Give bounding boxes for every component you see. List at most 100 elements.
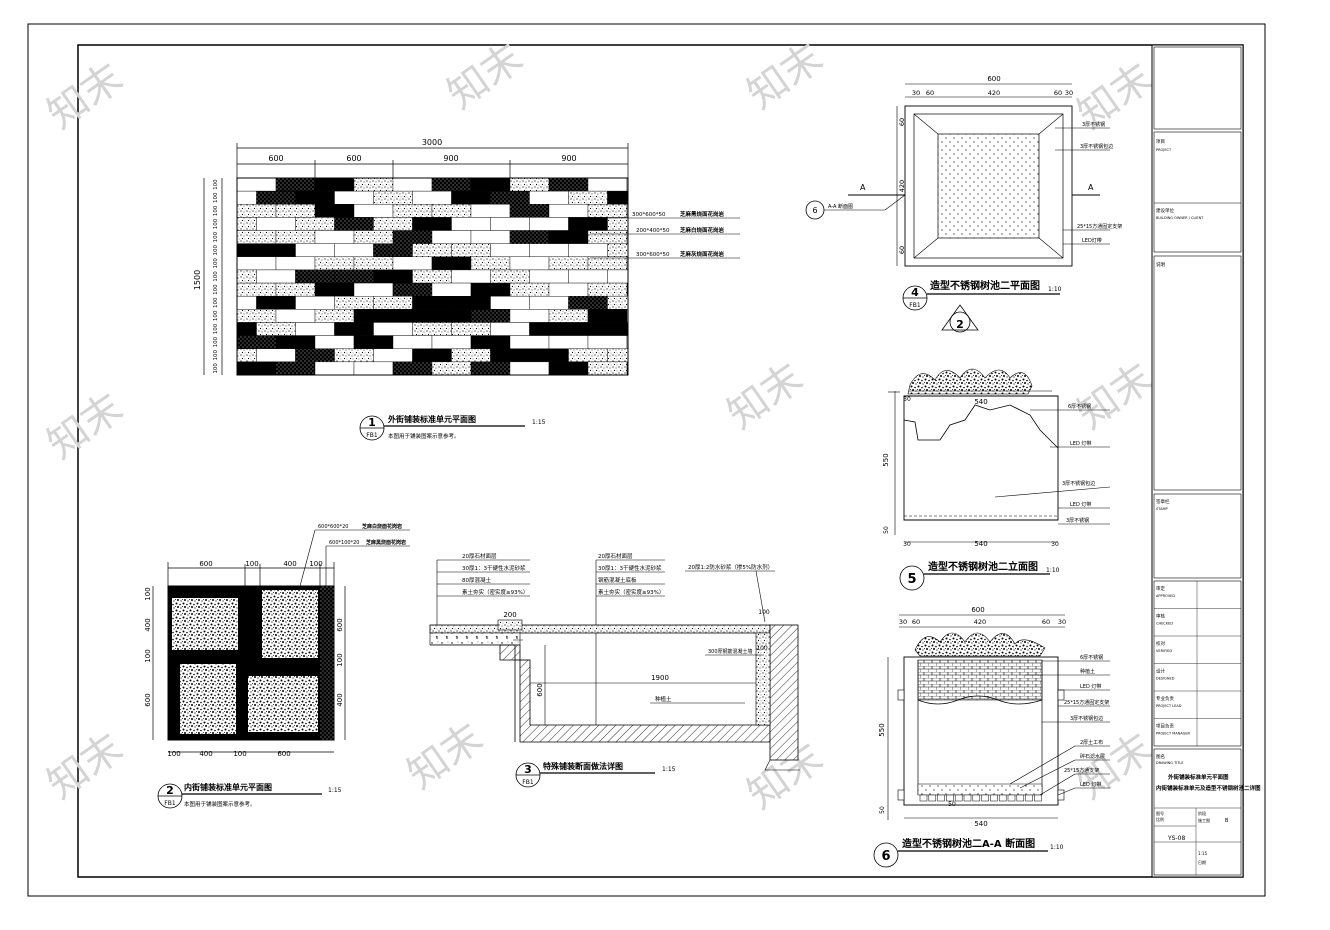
approval-value: CHECKED	[1156, 622, 1173, 626]
approval-value: PROJECT MANAGER	[1156, 732, 1191, 736]
base-block	[1034, 794, 1042, 802]
section-indicator: 2	[956, 318, 964, 331]
dim: 100	[245, 560, 258, 568]
paver	[490, 322, 530, 336]
leader-label: 3厚不锈钢包边	[1070, 715, 1103, 722]
base-block	[963, 794, 972, 802]
paver	[314, 309, 355, 323]
approval-label: 项目负责	[1156, 723, 1174, 730]
paver	[509, 256, 550, 271]
leader-label: 3厚不锈钢包边	[1062, 480, 1095, 487]
detail-note: 本图用于铺装图案示意参考。	[388, 432, 460, 440]
paver	[334, 217, 374, 231]
paver	[548, 256, 589, 271]
layer-label: 30厚1：3干硬性水泥砂浆	[598, 564, 662, 572]
dim-top: 540	[974, 398, 987, 406]
paver	[295, 296, 335, 310]
paver	[392, 282, 433, 297]
paver	[548, 335, 589, 349]
detail-sheet: FB1	[909, 302, 921, 309]
approval-rows: 审定APPROVED审核CHECKED校对VERIFIED设计DESIGNED专…	[1154, 585, 1241, 736]
paver	[353, 256, 394, 271]
dim-part: 30	[1058, 618, 1066, 626]
row-dim: 100	[213, 231, 219, 242]
paver	[607, 348, 629, 363]
paver	[275, 256, 316, 271]
dim-total-width: 3000	[422, 138, 442, 147]
paver	[314, 256, 355, 271]
paver	[490, 190, 530, 205]
leaders	[1009, 660, 1110, 796]
base-blocks	[919, 794, 1042, 802]
approval-value: PROJECT LEAD	[1156, 704, 1182, 708]
paver	[392, 309, 433, 323]
paver	[451, 243, 491, 258]
base-block	[937, 794, 945, 802]
approval-value: DESIGNED	[1156, 677, 1175, 681]
paver	[587, 335, 628, 349]
dim-part: 60	[926, 89, 934, 97]
paver	[236, 243, 257, 258]
base-block	[954, 794, 963, 802]
paver	[392, 230, 433, 244]
paver	[470, 282, 511, 297]
paver	[587, 309, 628, 323]
paver	[314, 361, 355, 376]
paver	[236, 296, 257, 310]
detail-5-tree-pit-elevation: 540 30 550 50 540 30 30 6厚不锈钢 LED 灯带 3厚不…	[882, 368, 1111, 591]
paver	[334, 296, 374, 310]
paver	[509, 309, 550, 323]
layer-label: 30厚1：3干硬性水泥砂浆	[462, 564, 526, 572]
detail-scale: 1:15	[662, 766, 676, 773]
paver	[353, 309, 394, 323]
paver	[236, 309, 277, 323]
leader-size: 200*400*50	[636, 228, 670, 234]
paver	[568, 190, 608, 205]
paver	[470, 256, 511, 271]
paver	[275, 230, 316, 244]
paver	[412, 348, 452, 363]
base-block	[998, 794, 1007, 802]
row-dim: 100	[213, 271, 219, 282]
base-block	[981, 794, 989, 802]
paver	[509, 230, 550, 244]
paving-grid	[236, 177, 629, 376]
approval-label: 审定	[1156, 585, 1165, 592]
leader-label: 芝麻黑烧面花岗岩	[366, 539, 406, 546]
paver	[431, 309, 472, 323]
paver	[587, 256, 628, 271]
drawing-no-label: 图号	[1156, 810, 1164, 816]
paver	[236, 335, 277, 349]
dim-part: 60	[1054, 89, 1062, 97]
phase-value: 施工图	[1198, 817, 1210, 823]
paver	[236, 190, 257, 205]
callout-text: A-A 断面图	[828, 203, 853, 210]
dim-height: 1500	[193, 270, 202, 290]
paver	[334, 190, 374, 205]
leader-label: 3厚不锈钢	[1066, 517, 1089, 524]
paver	[334, 348, 374, 363]
paver	[353, 230, 394, 244]
base-block	[1025, 794, 1033, 802]
row-dim: 100	[213, 218, 219, 229]
leader-label: 芝麻黑烧面花岗岩	[680, 210, 725, 218]
detail-scale: 1:10	[1046, 567, 1060, 574]
paver	[529, 243, 569, 258]
project-label: 项目	[1156, 139, 1165, 145]
watermark: 知末	[1069, 355, 1161, 439]
row-dim: 100	[213, 336, 219, 347]
paver	[509, 204, 550, 218]
detail-scale: 1:15	[328, 787, 342, 794]
watermark: 知末	[439, 35, 531, 119]
leader-size: 600*100*20	[329, 540, 359, 546]
paver	[314, 282, 355, 297]
paver	[236, 217, 257, 231]
detail-3-section: 20厚石材面层 30厚1：3干硬性水泥砂浆 80厚混凝土 素土夯实（密实度≥93…	[429, 552, 800, 788]
watermark: 知末	[39, 725, 131, 809]
row-dim: 100	[213, 350, 219, 361]
detail-2-inner-paving: 600 100 400 100 100 400 100 600 600 100 …	[144, 523, 410, 809]
paver	[334, 243, 374, 258]
row-dim: 100	[213, 297, 219, 308]
section-mark: A	[860, 183, 866, 192]
dim-total: 600	[971, 606, 984, 614]
